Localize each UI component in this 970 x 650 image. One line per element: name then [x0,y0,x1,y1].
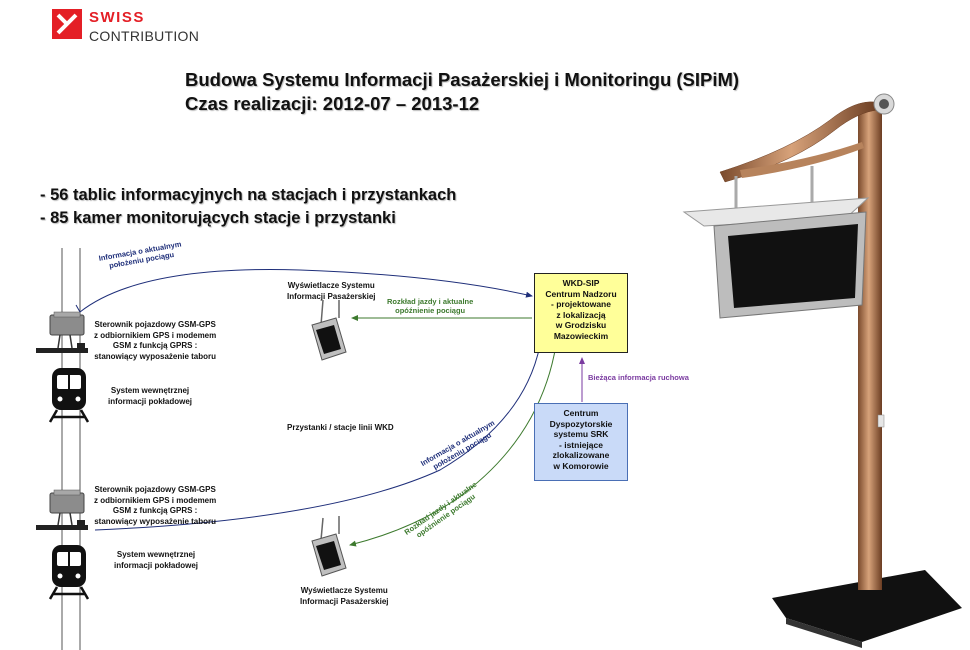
label-line: stanowiący wyposażenie taboru [94,351,217,361]
vehicle-controller-label-top: Sterownik pojazdowy GSM-GPS z odbiorniki… [94,320,216,362]
arrow-schedule-bottom [349,344,557,547]
box-line: systemu SRK [553,429,609,439]
label-line: Wyświetlacze Systemu [300,586,388,595]
arrow-label-schedule-top: Rozkład jazdy i aktualne opóźnienie poci… [387,297,473,315]
bullet-list: - 56 tablic informacyjnych na stacjach i… [40,184,456,230]
box-line: - projektowane [551,299,611,309]
wkd-sip-box: WKD-SIP Centrum Nadzoru - projektowane z… [534,273,628,353]
logo-text-contribution: CONTRIBUTION [89,28,200,44]
info-display-pole-illustration [682,93,962,648]
train-icon [48,368,90,423]
box-line: zlokalizowane [552,450,610,460]
label-line: Informacji Pasażerskiej [287,291,376,301]
label-line: System wewnętrznej [116,550,196,559]
label-line: Sterownik pojazdowy GSM-GPS [94,320,216,329]
label-line: opóźnienie pociągu [395,306,466,315]
label-line: GSM z funkcją GPRS : [112,506,198,515]
swiss-cross-icon [56,13,78,35]
rail-track [61,248,81,650]
display-label-bottom: Wyświetlacze Systemu Informacji Pasażers… [300,586,389,607]
onboard-system-label-top: System wewnętrznej informacji pokładowej [108,386,192,407]
arrow-position-bottom [94,344,542,531]
onboard-system-label-bottom: System wewnętrznej informacji pokładowej [114,550,198,571]
label-line: Rozkład jazdy i aktualne [387,297,474,306]
box-line: - istniejące [559,439,603,450]
stops-label: Przystanki / stacje linii WKD [287,423,394,432]
box-line: Centrum [563,408,599,418]
box-line: w Komorowie [553,460,609,471]
title-line-1: Budowa Systemu Informacji Pasażerskiej i… [185,69,740,90]
display-icon [311,299,347,361]
box-line: Mazowieckim [553,330,609,341]
label-line: Sterownik pojazdowy GSM-GPS [94,485,216,494]
arrow-position-top-tail [75,304,81,313]
box-line: WKD-SIP [562,278,600,288]
train-icon [48,545,90,600]
display-label-top: Wyświetlacze Systemu Informacji Pasażers… [287,281,376,302]
vehicle-controller-label-bottom: Sterownik pojazdowy GSM-GPS z odbiorniki… [94,485,216,527]
display-icon [311,516,347,577]
box-line: z lokalizacją [556,309,606,320]
arrow-label-traffic: Bieżąca informacja ruchowa [588,373,689,382]
bullet-item: - 56 tablic informacyjnych na stacjach i… [40,186,457,204]
box-line: Centrum Nadzoru [545,288,617,299]
label-line: z odbiornikiem GPS i modemem [94,330,217,340]
gps-device-icon [36,311,88,353]
label-line: Informacji Pasażerskiej [300,596,389,606]
swiss-logo-mark [52,9,82,39]
label-line: System wewnętrznej [110,386,190,395]
label-line: stanowiący wyposażenie taboru [94,516,217,526]
page-title: Budowa Systemu Informacji Pasażerskiej i… [185,68,739,116]
box-line: w Grodzisku [555,320,607,330]
bullet-item: - 85 kamer monitorujących stacje i przys… [40,209,396,227]
gps-device-icon [36,489,88,530]
srk-dispatch-box: Centrum Dyspozytorskie systemu SRK - ist… [534,403,628,481]
logo-text-swiss: SWISS [89,9,145,26]
label-line: informacji pokładowej [114,560,199,570]
arrow-position-top [79,269,533,313]
label-line: z odbiornikiem GPS i modemem [94,495,217,505]
title-line-2: Czas realizacji: 2012-07 – 2013-12 [185,93,480,114]
label-line: GSM z funkcją GPRS : [112,341,198,350]
label-line: informacji pokładowej [108,396,193,406]
label-line: Wyświetlacze Systemu [287,281,375,290]
box-line: Dyspozytorskie [549,418,613,429]
